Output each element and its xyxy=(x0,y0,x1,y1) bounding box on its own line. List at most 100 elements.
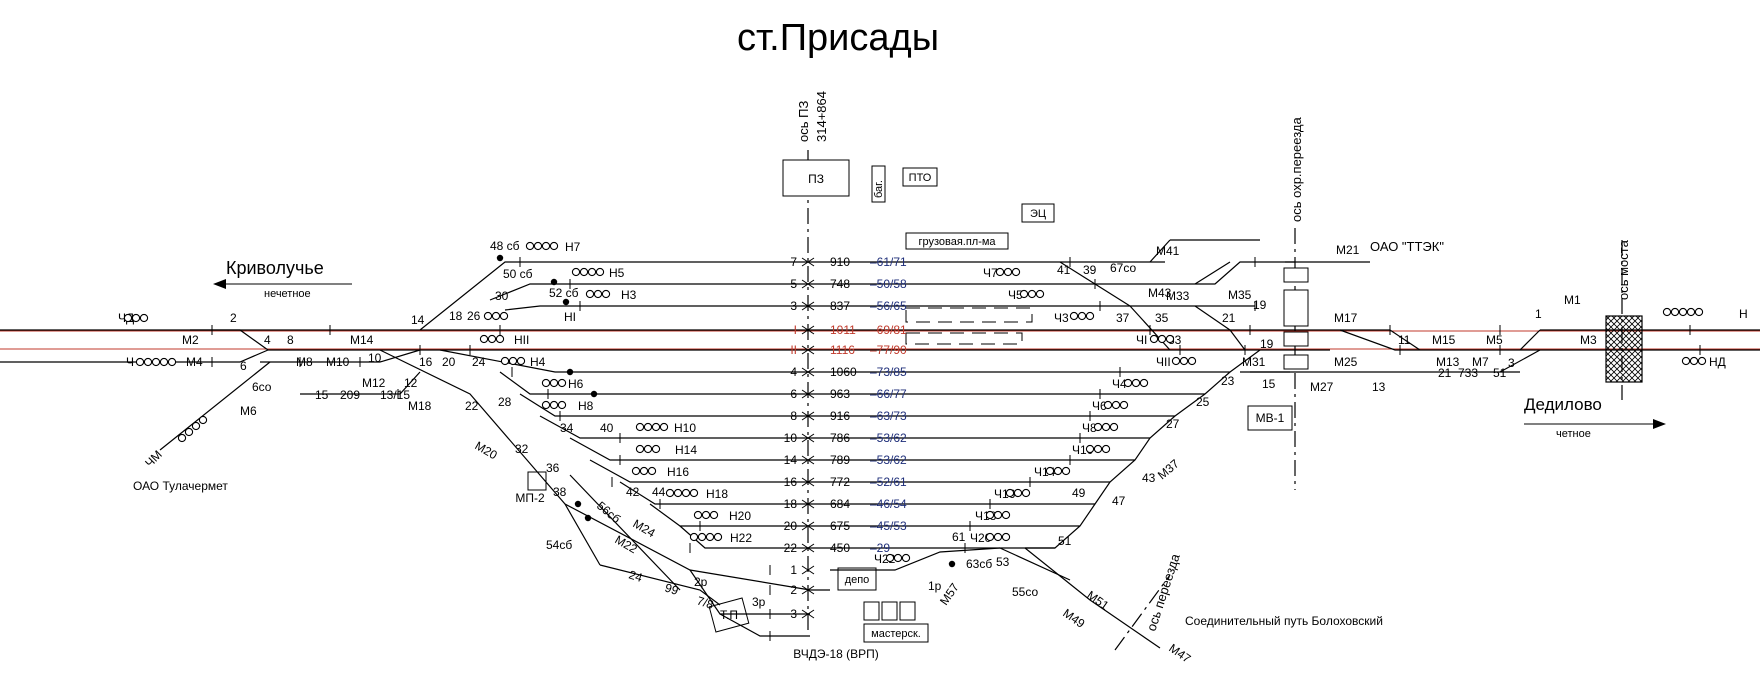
bag-building-label: баг. xyxy=(873,180,885,198)
track-length: 910 xyxy=(830,255,850,269)
signal-hd: НД xyxy=(1709,355,1726,369)
track-capacity: –66/77 xyxy=(870,387,907,401)
signal-lens-clusters xyxy=(123,241,1707,568)
axis-arrow-mark xyxy=(801,609,815,619)
signal-m49: М49 xyxy=(1060,606,1087,631)
ets-building xyxy=(1021,203,1055,223)
signal-lens xyxy=(1005,488,1015,498)
axis-arrow-mark xyxy=(801,411,815,421)
signal-lens xyxy=(151,357,161,367)
signal-lens xyxy=(1003,267,1013,277)
switch-point-dot xyxy=(496,254,504,262)
track-name: 8 xyxy=(790,409,797,423)
track-name: 6 xyxy=(790,387,797,401)
signal-ch20: Ч20 xyxy=(970,531,992,545)
track-name: 20 xyxy=(784,519,798,533)
signal-m14: М14 xyxy=(350,333,374,347)
crossing-box-3 xyxy=(1283,331,1309,347)
signal-lens xyxy=(1139,378,1149,388)
track-24-name: 24 xyxy=(627,568,644,586)
switch-2: 2 xyxy=(230,311,237,325)
signal-m27: М27 xyxy=(1310,380,1334,394)
signal-chm: ЧМ xyxy=(142,447,165,470)
track-length: 963 xyxy=(830,387,850,401)
pto-building xyxy=(902,167,938,187)
signal-lens xyxy=(1179,356,1189,366)
mv1-building-label: МВ-1 xyxy=(1256,411,1285,425)
switch-26: 26 xyxy=(467,309,481,323)
ets-building-label: ЭЦ xyxy=(1030,208,1046,220)
track-capacity: –50/58 xyxy=(870,277,907,291)
switch-36: 36 xyxy=(546,461,560,475)
track-length: 916 xyxy=(830,409,850,423)
crossing-box-1 xyxy=(1283,267,1309,283)
signal-m12: М12 xyxy=(362,376,386,390)
signal-lens xyxy=(1119,400,1129,410)
switch-point-dot xyxy=(566,368,574,376)
track-length: 675 xyxy=(830,519,850,533)
track-length: 789 xyxy=(830,453,850,467)
signal-lens xyxy=(995,267,1005,277)
signal-lens xyxy=(1111,400,1121,410)
track-name: 3 xyxy=(790,607,797,621)
platform-2 xyxy=(905,332,1023,345)
switch-52sb: 52 сб xyxy=(549,286,579,300)
station-title: ст.Присады xyxy=(737,17,939,59)
track-capacity: –63/73 xyxy=(870,409,907,423)
signal-lens xyxy=(993,510,1003,520)
track-name: 1 xyxy=(790,563,797,577)
signal-lens xyxy=(1061,466,1071,476)
signal-m5: М5 xyxy=(1486,333,1503,347)
switch-54sb: 54сб xyxy=(546,538,572,552)
track-length: 837 xyxy=(830,299,850,313)
crossing2-axis-line xyxy=(1114,574,1171,651)
signal-lens xyxy=(549,241,559,251)
tp-building xyxy=(708,597,750,633)
bolokhovsky-label: Соединительный путь Болоховский xyxy=(1185,614,1383,628)
signal-lens xyxy=(143,357,153,367)
signal-lens xyxy=(1035,289,1045,299)
signal-m47: М47 xyxy=(1166,641,1193,666)
track-15-len: 209 xyxy=(340,388,360,402)
signal-h22: Н22 xyxy=(730,531,752,545)
crossing2-axis-label: ось переезда xyxy=(1144,551,1183,633)
signal-lens xyxy=(1670,307,1680,317)
signal-lens xyxy=(1187,356,1197,366)
switch-63sb: 63сб xyxy=(966,557,992,571)
signal-lens xyxy=(643,444,653,454)
switch-4: 4 xyxy=(264,333,271,347)
switch-50sb: 50 сб xyxy=(503,267,533,281)
signal-lens xyxy=(1019,289,1029,299)
track-capacity: –73/85 xyxy=(870,365,907,379)
switch-23: 23 xyxy=(1221,374,1235,388)
switch-48sb: 48 сб xyxy=(490,239,520,253)
ttek-label: ОАО "ТТЭК" xyxy=(1370,239,1444,254)
switch-49: 49 xyxy=(1072,486,1086,500)
crossing-box-4 xyxy=(1283,354,1309,370)
axis-arrow-mark xyxy=(801,279,815,289)
signal-lens xyxy=(1093,444,1103,454)
axis-arrow-mark xyxy=(801,325,815,335)
track-15-name: 15 xyxy=(315,388,329,402)
track-capacity: –53/62 xyxy=(870,453,907,467)
signal-lens xyxy=(557,400,567,410)
signal-chi: ЧI xyxy=(1136,333,1147,347)
signal-lens xyxy=(1011,267,1021,277)
switch-32: 32 xyxy=(515,442,529,456)
signal-ch6: Ч6 xyxy=(1092,399,1107,413)
signal-lens xyxy=(1001,532,1011,542)
switch-2p: 2р xyxy=(694,575,708,589)
track-capacity: –46/54 xyxy=(870,497,907,511)
switch-point-dot xyxy=(562,298,570,306)
switch-3: 3 xyxy=(1508,356,1515,370)
switch-55co: 55со xyxy=(1012,585,1038,599)
switch-28: 28 xyxy=(498,395,512,409)
insulating-joints xyxy=(211,257,1701,641)
signal-lens xyxy=(651,422,661,432)
track-name: 5 xyxy=(790,277,797,291)
switch-21b: 21 xyxy=(1438,366,1452,380)
signal-lens xyxy=(595,267,605,277)
pto-building-label: ПТО xyxy=(909,172,932,184)
signal-h5: Н5 xyxy=(609,266,625,280)
signal-lens xyxy=(647,466,657,476)
